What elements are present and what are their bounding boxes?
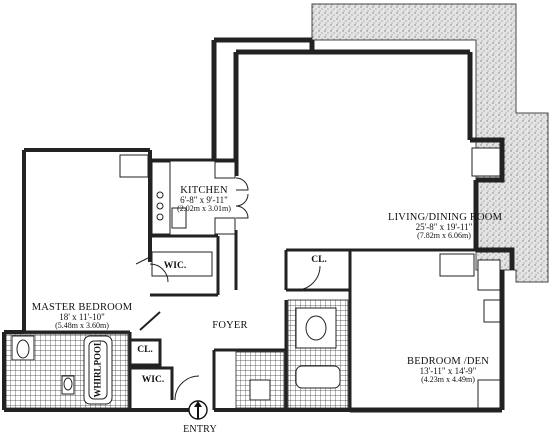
kitchen-fixtures — [151, 161, 249, 235]
kitchen-label: KITCHEN 6'-8" x 9'-11" (2.02m x 3.01m) — [177, 185, 231, 214]
living-dining-label: LIVING/DINING ROOM 25'-8" x 19'-11" (7.8… — [388, 212, 503, 241]
bedroom-den-label: BEDROOM /DEN 13'-11" x 14'-9" (4.23m x 4… — [406, 356, 490, 385]
foyer-label: FOYER — [212, 320, 248, 331]
whirlpool-label: WHIRLPOOL — [92, 339, 103, 398]
master-bath — [5, 333, 129, 409]
wic-upper-label: WIC. — [163, 261, 187, 271]
cl-master-label: CL. — [137, 345, 153, 355]
door-swings — [149, 263, 321, 401]
wic-lower-label: WIC. — [141, 375, 165, 385]
terrace — [311, 3, 549, 283]
second-bath — [235, 299, 349, 409]
exterior-walls — [2, 37, 515, 413]
master-bedroom-label: MASTER BEDROOM 18' x 11'-10" (5.48m x 3.… — [31, 302, 133, 331]
interior-walls — [24, 158, 476, 410]
entry-arrow-icon — [188, 400, 208, 420]
cl-bedroom-label: CL. — [311, 255, 327, 265]
entry-label: ENTRY — [183, 424, 217, 435]
wic-upper-closet — [135, 251, 213, 277]
